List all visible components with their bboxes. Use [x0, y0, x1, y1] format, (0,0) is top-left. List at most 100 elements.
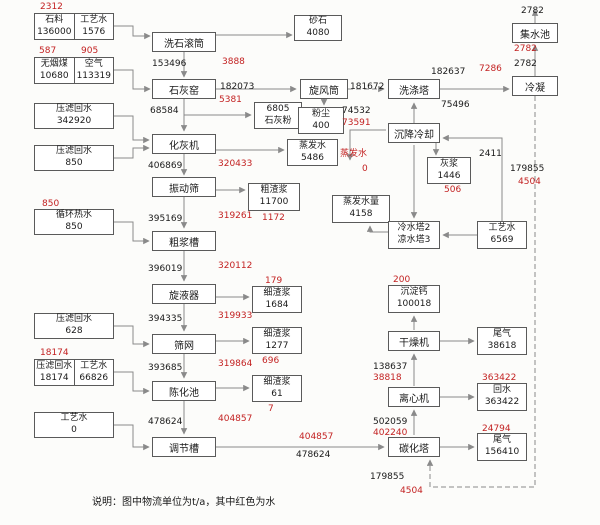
box-line: 灰浆	[439, 158, 458, 169]
flow-label-2782-top: 2782	[521, 6, 544, 16]
flow-label-182073: 182073	[220, 82, 255, 92]
box-line: 细渣浆	[263, 328, 291, 339]
box-line: 6569	[490, 235, 514, 245]
water-label-2782: 2782	[514, 44, 537, 54]
box-line: 工艺水	[80, 360, 108, 371]
water-label-363422: 363422	[482, 373, 517, 383]
node-coarse-slurry-tank: 粗浆槽	[152, 231, 216, 251]
water-label-404857-left: 404857	[218, 414, 253, 424]
box-line: 1446	[437, 170, 461, 181]
flow-arrow	[114, 221, 150, 245]
box-line: 10680	[39, 70, 69, 81]
water-label-905: 905	[81, 46, 99, 56]
node-adjust-tank: 调节槽	[152, 437, 216, 457]
box-line: 粉尘	[311, 108, 330, 119]
flow-arrow	[114, 25, 151, 40]
water-label-evap: 蒸发水	[340, 149, 368, 159]
box-line: 1576	[82, 26, 106, 37]
box-line: 6805	[266, 103, 290, 114]
flow-label-406869: 406869	[148, 161, 183, 171]
box-line: 66826	[79, 372, 109, 383]
box-line: 38618	[487, 341, 517, 351]
water-label-319933: 319933	[218, 311, 253, 321]
water-label-850: 850	[42, 199, 60, 209]
box-line: 凉水塔3	[397, 235, 431, 245]
flow-label-181672: 181672	[350, 82, 385, 92]
box-line: 细渣浆	[263, 287, 291, 298]
water-label-402240: 402240	[373, 428, 408, 438]
water-label-319864: 319864	[218, 359, 253, 369]
box-line: 压滤回水	[36, 360, 73, 371]
box-line: 沉淀钙	[400, 287, 428, 298]
flow-arrow	[114, 371, 150, 395]
flow-arrow	[114, 424, 150, 451]
node-condenser: 冷凝	[512, 76, 558, 96]
box-line: 342920	[56, 116, 92, 126]
flow-label-75496: 75496	[441, 100, 470, 110]
flow-label-68584: 68584	[150, 106, 179, 116]
water-label-506: 506	[444, 185, 462, 195]
node-centrifuge: 离心机	[388, 387, 440, 407]
water-label-320112: 320112	[218, 261, 253, 271]
box-line: 850	[65, 222, 83, 232]
box-line: 18174	[39, 372, 69, 383]
water-label-24794: 24794	[482, 424, 511, 434]
node-lime-slaker: 化灰机	[152, 134, 216, 154]
box-line: 850	[65, 158, 83, 168]
flow-label-182637: 182637	[431, 67, 466, 77]
box-line: 回水	[492, 385, 511, 396]
box-line: 尾气	[492, 329, 511, 340]
box-line: 1277	[265, 340, 289, 351]
node-collect-pool: 集水池	[512, 23, 558, 43]
water-label-404857-mid: 404857	[299, 432, 334, 442]
box-line: 冷水塔2	[397, 223, 431, 234]
flow-label-74532: 74532	[342, 106, 371, 116]
node-aging-pool: 陈化池	[152, 381, 216, 401]
box-line: 156410	[484, 447, 520, 457]
node-cyclone: 旋风筒	[300, 79, 348, 99]
water-label-696: 696	[262, 356, 280, 366]
diagram-caption: 说明：图中物流单位为t/a，其中红色为水	[92, 497, 276, 508]
flow-arrow	[114, 115, 150, 144]
box-line: 细渣浆	[263, 376, 291, 387]
box-line: 5486	[301, 152, 324, 163]
node-vibrating-screen: 振动筛	[152, 177, 216, 197]
water-label-200: 200	[393, 275, 411, 285]
box-line: 0	[71, 425, 77, 435]
box-line: 空气	[84, 58, 103, 69]
box-line: 400	[312, 120, 330, 131]
water-label-evap-zero: 0	[362, 164, 368, 174]
flow-label-2411: 2411	[479, 149, 502, 159]
flow-label-396019: 396019	[148, 264, 183, 274]
flow-label-2782-mid: 2782	[514, 59, 537, 69]
box-line: 136000	[37, 26, 72, 37]
water-label-38818: 38818	[373, 373, 402, 383]
node-settling-cooling: 沉降冷却	[388, 123, 440, 143]
node-wash-drum: 洗石滚筒	[152, 32, 216, 52]
